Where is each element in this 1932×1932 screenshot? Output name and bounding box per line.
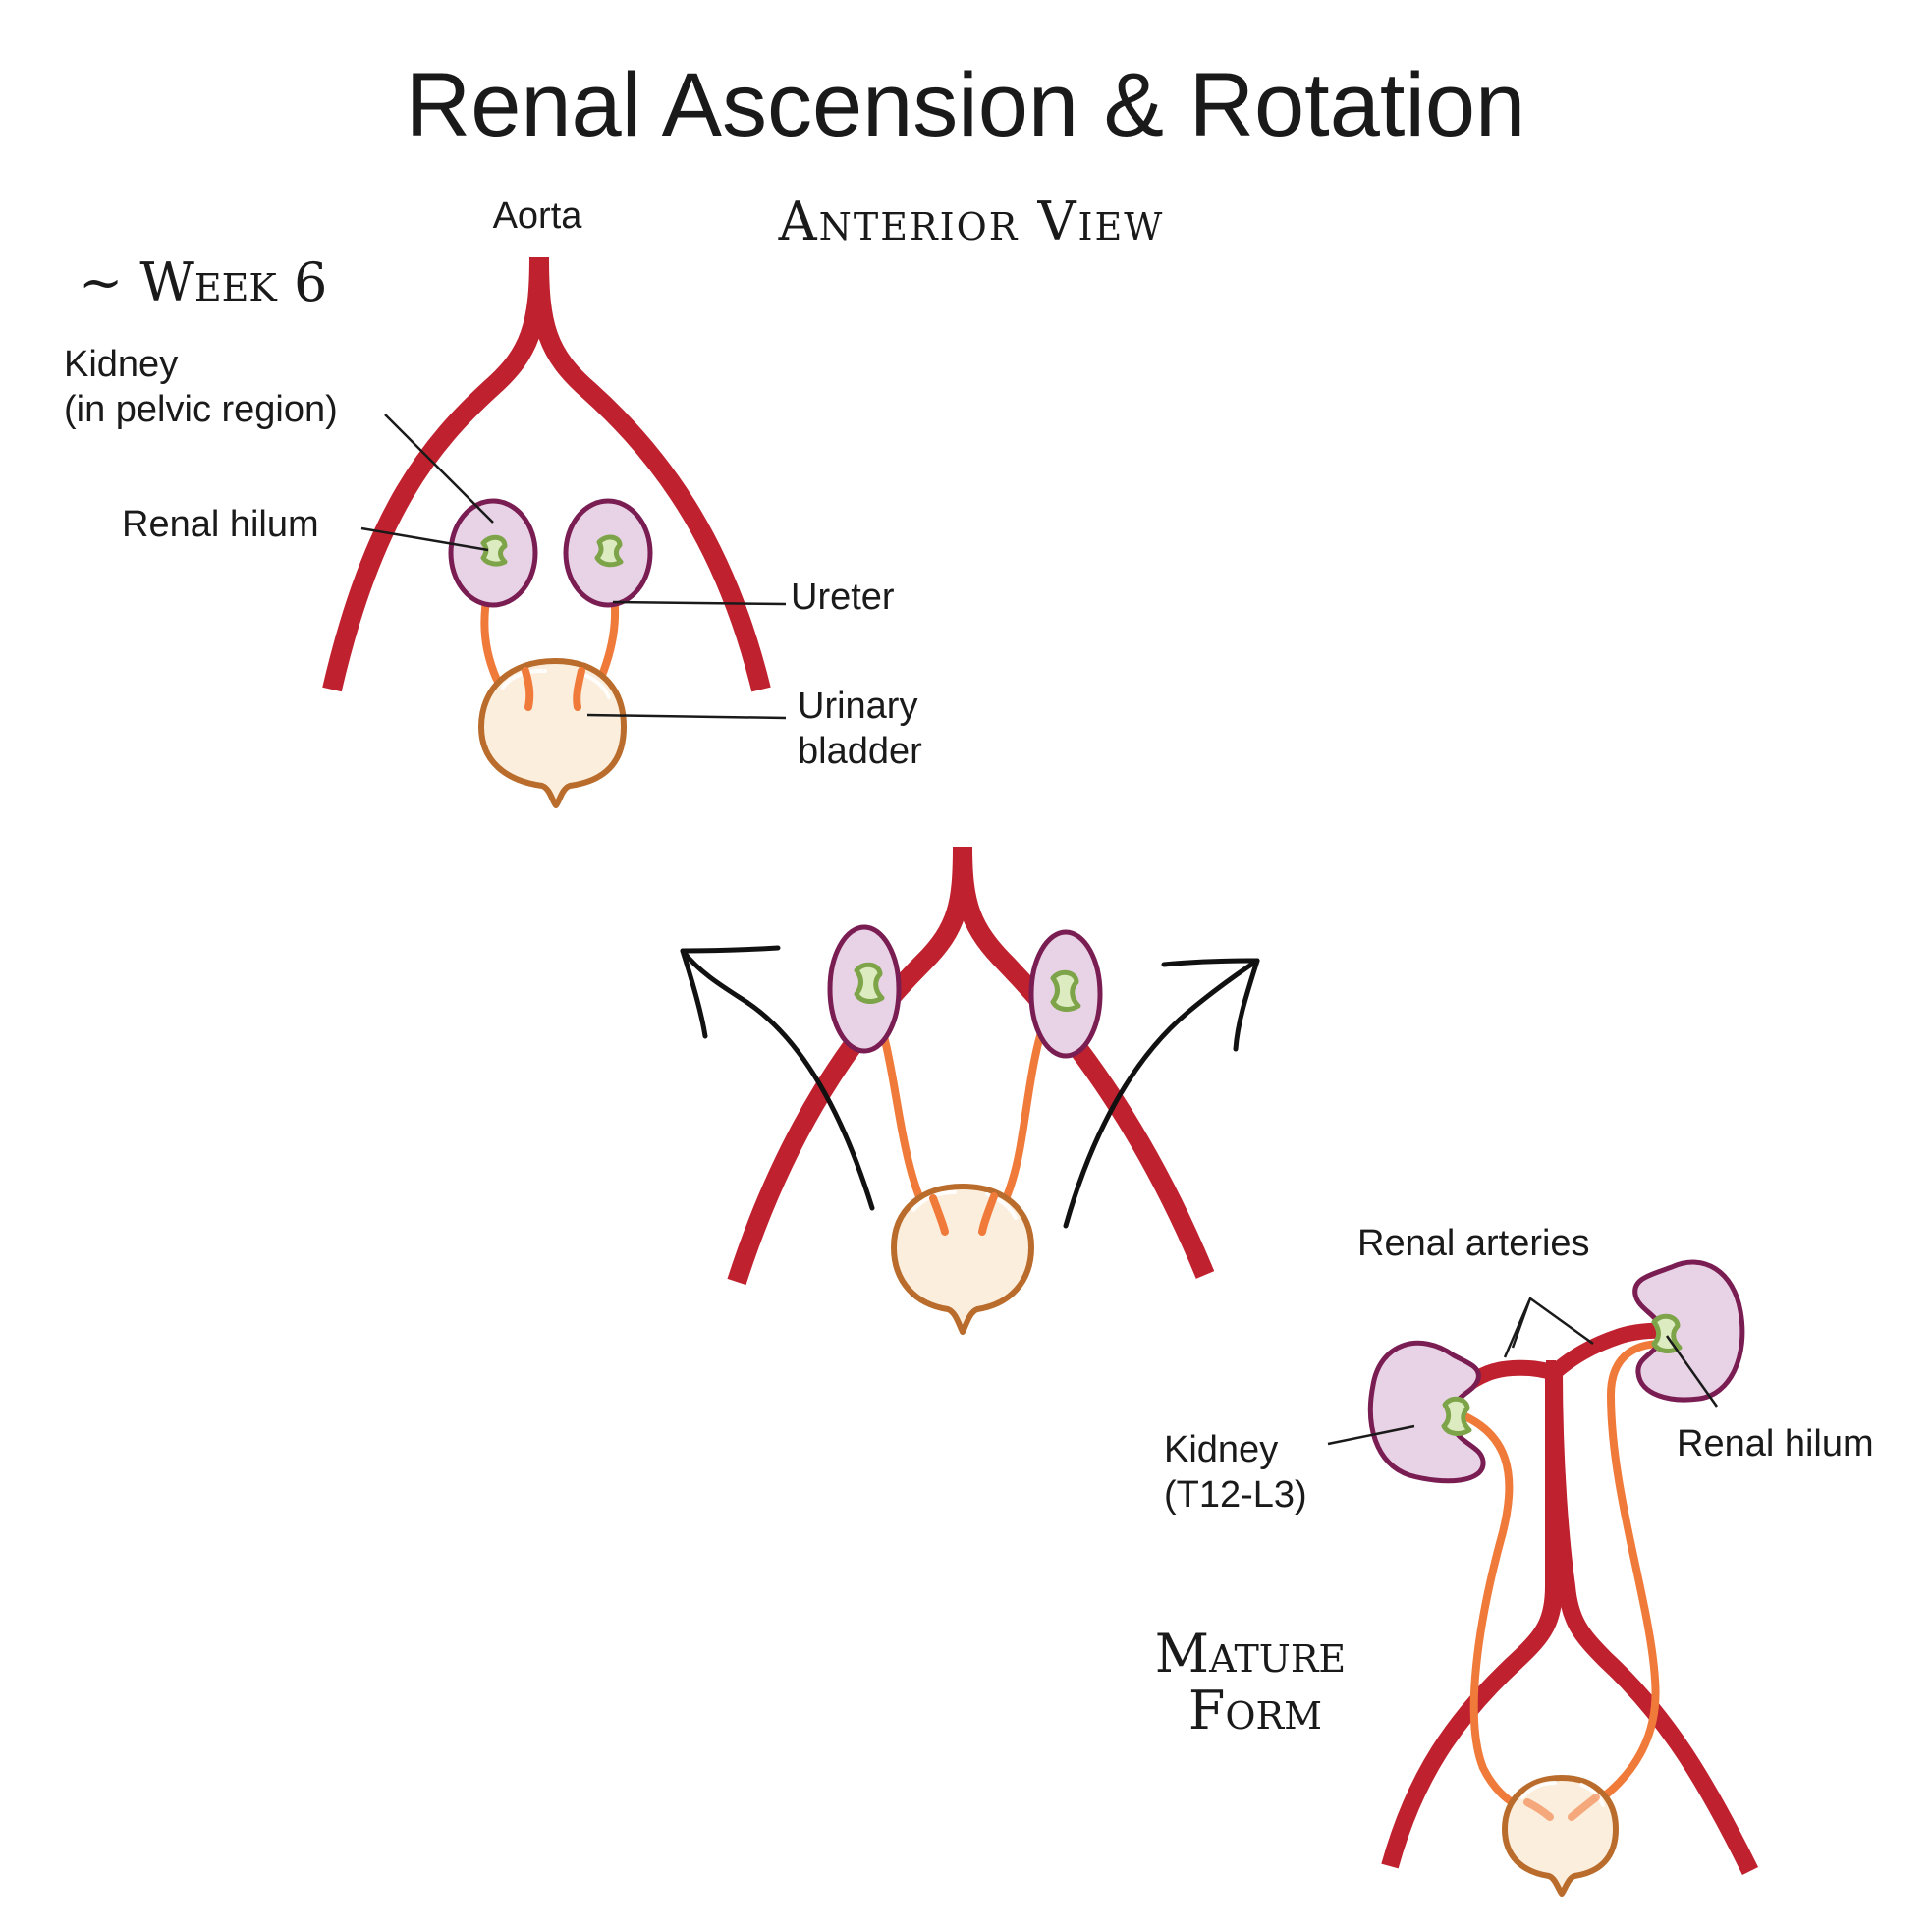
diagram-title: Renal Ascension & Rotation bbox=[406, 55, 1525, 155]
week6-bladder bbox=[478, 658, 627, 808]
middle-hilum-right bbox=[1050, 969, 1081, 1012]
label-bladder-line1: Urinary bbox=[798, 686, 917, 727]
leader-renal-hilum-week6 bbox=[360, 526, 489, 552]
label-renal-hilum-mature: Renal hilum bbox=[1677, 1423, 1874, 1464]
mature-heading-line2: Form bbox=[1188, 1680, 1322, 1741]
leader-ureter bbox=[612, 600, 787, 606]
week6-aorta bbox=[322, 256, 771, 692]
ascending-stage bbox=[680, 846, 1260, 1335]
label-kidney-week6-line2: (in pelvic region) bbox=[64, 389, 338, 430]
mature-kidney-left bbox=[1367, 1340, 1486, 1484]
label-kidney-mature-line1: Kidney bbox=[1164, 1429, 1278, 1470]
week6-kidney-left bbox=[448, 498, 538, 608]
leader-renal-arteries bbox=[1503, 1297, 1594, 1358]
mature-hilum-right bbox=[1651, 1313, 1683, 1353]
mature-hilum-left bbox=[1441, 1396, 1472, 1436]
leader-renal-hilum-mature bbox=[1665, 1335, 1719, 1408]
label-renal-arteries: Renal arteries bbox=[1357, 1223, 1590, 1264]
mature-ureter-left bbox=[1457, 1410, 1536, 1816]
ascension-arrow-right-icon bbox=[1063, 958, 1260, 1229]
week6-hilum-right bbox=[594, 534, 624, 568]
mature-stage: Renal arteries Kidney (T12-L3) Renal hil… bbox=[1155, 1223, 1874, 1897]
leader-kidney-pelvic bbox=[384, 414, 494, 524]
ascension-arrow-left-icon bbox=[680, 945, 875, 1211]
mature-bladder bbox=[1502, 1775, 1619, 1897]
mature-kidney-right bbox=[1632, 1259, 1745, 1403]
week6-hilum-left bbox=[480, 534, 508, 567]
middle-kidney-right bbox=[1028, 929, 1103, 1059]
label-kidney-week6-line1: Kidney bbox=[64, 344, 178, 385]
view-label: Anterior View bbox=[778, 191, 1165, 252]
leader-kidney-mature bbox=[1327, 1424, 1415, 1446]
label-aorta: Aorta bbox=[493, 195, 583, 237]
mature-ureter-right bbox=[1592, 1340, 1666, 1806]
label-ureter: Ureter bbox=[791, 577, 895, 618]
middle-hilum-left bbox=[854, 962, 885, 1004]
leader-urinary-bladder bbox=[586, 713, 787, 720]
mature-heading-line1: Mature bbox=[1155, 1623, 1346, 1684]
label-kidney-mature-line2: (T12-L3) bbox=[1164, 1474, 1307, 1516]
middle-kidney-left bbox=[827, 924, 902, 1054]
middle-bladder bbox=[891, 1184, 1034, 1335]
week6-kidney-right bbox=[563, 498, 653, 608]
week6-heading: ~ Week 6 bbox=[79, 251, 327, 313]
week6-stage: Aorta Kidney (in pelvic region) Renal hi… bbox=[64, 195, 922, 808]
label-bladder-line2: bladder bbox=[798, 731, 922, 772]
label-renal-hilum-week6: Renal hilum bbox=[122, 504, 319, 545]
